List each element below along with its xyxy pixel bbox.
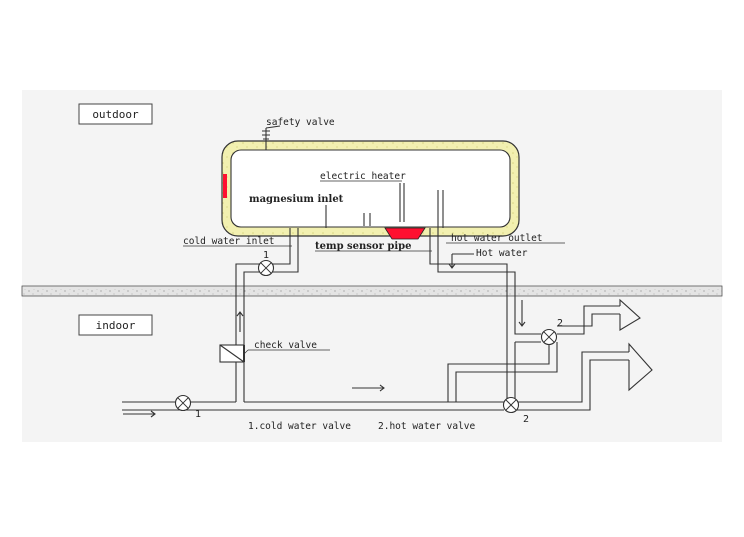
ground-slab: [21, 285, 723, 297]
hot-valve-right[interactable]: [540, 328, 558, 346]
hot-supply-pipe: [429, 228, 653, 411]
indoor-zone-label: indoor: [78, 314, 153, 336]
electric-heater-label: electric heater: [320, 171, 406, 182]
safety-valve: [262, 125, 281, 150]
hot-branch-pipe: [447, 298, 641, 402]
cold-valve-bottom[interactable]: [174, 394, 192, 412]
valve-number-1-bottom: 1: [195, 409, 201, 420]
heater-element: [384, 227, 426, 240]
temp-sensor-pipe-label: temp sensor pipe: [315, 241, 412, 252]
indoor-label: indoor: [96, 319, 136, 332]
cold-valve-top[interactable]: [257, 259, 275, 277]
valve-number-2-right: 2: [557, 318, 563, 329]
water-tank: [221, 140, 520, 237]
hot-valve-bottom[interactable]: [502, 396, 520, 414]
legend-hot-valve: 2.hot water valve: [378, 421, 476, 432]
magnesium-inlet-label: magnesium inlet: [249, 194, 344, 205]
check-valve: [219, 344, 245, 363]
check-valve-label: check valve: [254, 340, 317, 351]
cold-water-inlet-label: cold water inlet: [183, 236, 275, 247]
valve-number-2-bottom: 2: [523, 414, 529, 425]
safety-valve-label: safety valve: [266, 117, 335, 128]
cold-supply-pipe: [122, 228, 504, 411]
outdoor-zone-label: outdoor: [78, 103, 153, 125]
tank-red-marker: [223, 174, 227, 198]
valve-number-1-top: 1: [263, 250, 269, 261]
legend-cold-valve: 1.cold water valve: [248, 421, 351, 432]
outdoor-label: outdoor: [92, 108, 139, 121]
hot-water-outlet-label: hot water outlet: [451, 233, 543, 244]
hot-water-label: Hot water: [476, 248, 528, 259]
